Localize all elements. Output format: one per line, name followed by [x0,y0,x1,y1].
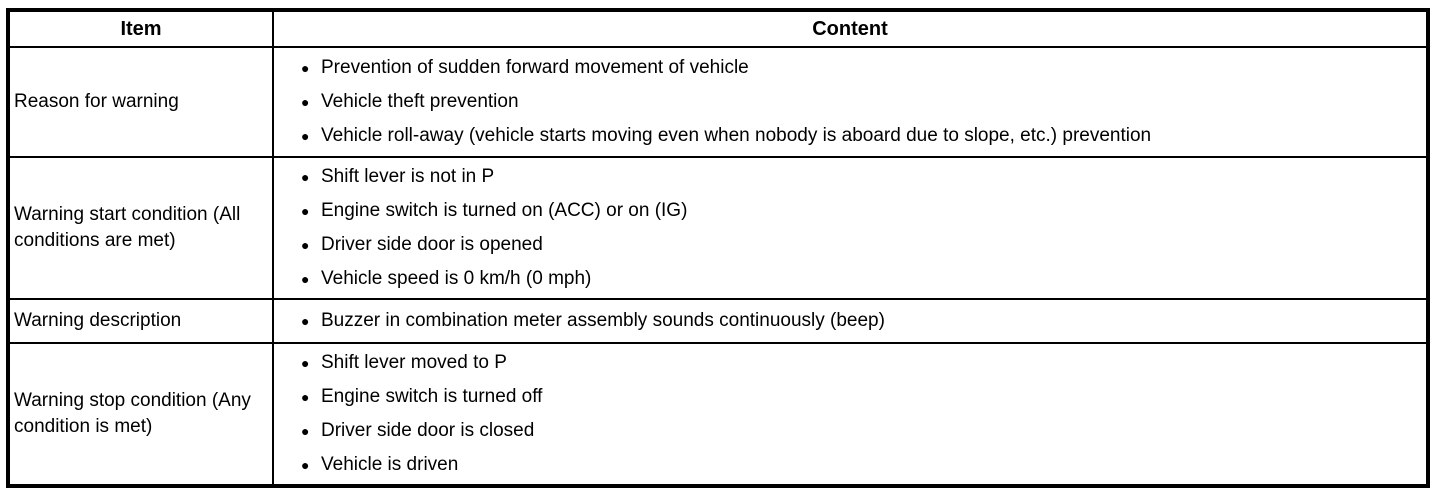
bullet-list: ● Prevention of sudden forward movement o… [301,51,1422,153]
item-cell: Warning description [7,298,274,344]
bullet-text: Engine switch is turned off [321,386,543,407]
bullet-list: ● Shift lever moved to P ● Engine switch is… [301,346,1422,482]
bullet-text: Engine switch is turned on (ACC) or on (… [321,200,688,221]
header-row: Item Content [7,9,1429,48]
table-row: Warning start condition (All conditions … [7,156,1429,300]
bullet-item: ● Buzzer in combination meter assembly so… [301,304,1422,338]
bullet-icon: ● [301,128,310,144]
content-cell: ● Shift lever moved to P ● Engine switch is… [272,342,1429,487]
bullet-icon: ● [301,94,310,110]
bullet-item: ● Engine switch is turned on (ACC) or on … [301,194,1422,228]
bullet-item: ● Vehicle speed is 0 km/h (0 mph) [301,262,1422,296]
bullet-item: ● Vehicle roll-away (vehicle starts movin… [301,119,1422,153]
bullet-text: Vehicle roll-away (vehicle starts moving… [321,125,1152,146]
bullet-list: ● Shift lever is not in P ● Engine switch i… [301,160,1422,296]
bullet-item: ● Driver side door is opened [301,228,1422,262]
bullet-text: Buzzer in combination meter assembly sou… [321,310,885,331]
bullet-item: ● Vehicle is driven [301,448,1422,482]
bullet-text: Driver side door is opened [321,234,543,255]
bullet-item: ● Prevention of sudden forward movement o… [301,51,1422,85]
item-cell: Reason for warning [7,46,274,158]
bullet-text: Vehicle theft prevention [321,91,519,112]
item-cell: Warning start condition (All conditions … [7,156,274,300]
bullet-item: ● Vehicle theft prevention [301,85,1422,119]
bullet-text: Vehicle speed is 0 km/h (0 mph) [321,268,592,289]
bullet-item: ● Engine switch is turned off [301,380,1422,414]
bullet-icon: ● [301,237,310,253]
bullet-icon: ● [301,169,310,185]
bullet-icon: ● [301,457,310,473]
bullet-text: Vehicle is driven [321,454,459,475]
table-row: Warning description ● Buzzer in combinatio… [7,298,1429,344]
bullet-icon: ● [301,313,310,329]
bullet-icon: ● [301,355,310,371]
bullet-icon: ● [301,423,310,439]
bullet-item: ● Shift lever is not in P [301,160,1422,194]
header-content: Content [272,9,1429,48]
table-body: Reason for warning ● Prevention of sudden … [7,46,1429,487]
warning-table: Item Content Reason for warning ● Preventi… [6,8,1430,488]
content-cell: ● Buzzer in combination meter assembly so… [272,298,1429,344]
bullet-icon: ● [301,60,310,76]
bullet-icon: ● [301,389,310,405]
table-row: Warning stop condition (Any condition is… [7,342,1429,487]
bullet-text: Shift lever is not in P [321,166,495,187]
bullet-item: ● Driver side door is closed [301,414,1422,448]
header-item: Item [7,9,274,48]
content-cell: ● Shift lever is not in P ● Engine switch i… [272,156,1429,300]
bullet-icon: ● [301,203,310,219]
bullet-text: Shift lever moved to P [321,352,507,373]
bullet-icon: ● [301,271,310,287]
bullet-item: ● Shift lever moved to P [301,346,1422,380]
item-cell: Warning stop condition (Any condition is… [7,342,274,487]
bullet-list: ● Buzzer in combination meter assembly so… [301,304,1422,338]
content-cell: ● Prevention of sudden forward movement o… [272,46,1429,158]
table-row: Reason for warning ● Prevention of sudden … [7,46,1429,158]
bullet-text: Driver side door is closed [321,420,535,441]
bullet-text: Prevention of sudden forward movement of… [321,57,749,78]
